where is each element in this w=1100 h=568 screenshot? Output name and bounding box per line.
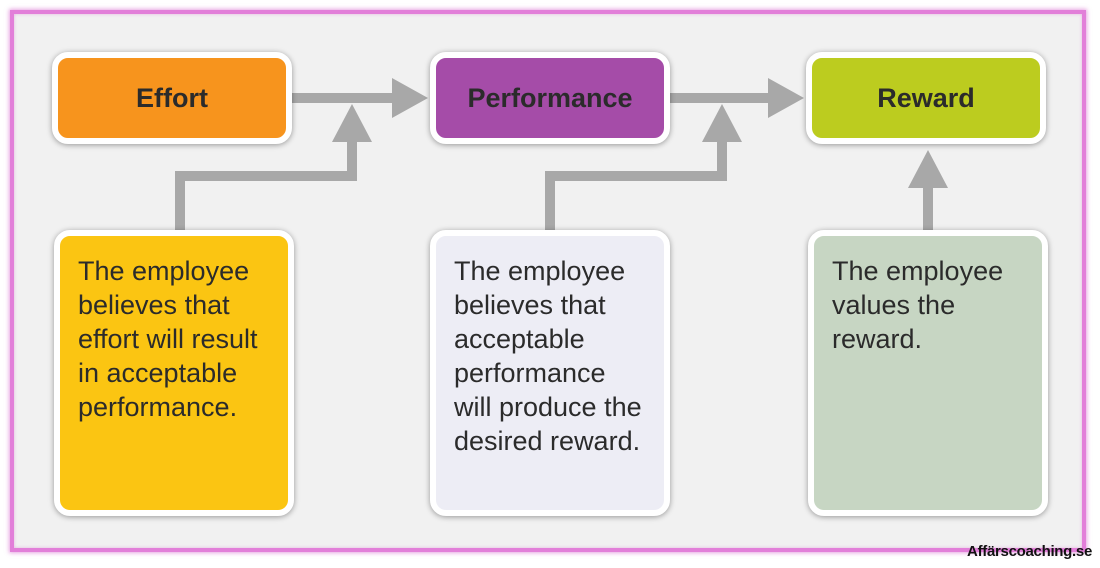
description-reward-value-text: The employee values the reward. <box>832 256 1004 354</box>
stage-effort-label: Effort <box>136 82 208 113</box>
description-performance-belief: The employee believes that acceptable pe… <box>430 230 670 516</box>
stage-reward: Reward <box>806 52 1046 144</box>
arrow-belief1-connector <box>175 138 357 234</box>
stage-effort: Effort <box>52 52 292 144</box>
description-reward-value: The employee values the reward. <box>808 230 1048 516</box>
arrowhead-right-2 <box>768 78 804 118</box>
arrowhead-up-3 <box>908 150 948 188</box>
arrowhead-up-2 <box>702 104 742 142</box>
description-effort-belief-text: The employee believes that effort will r… <box>78 256 258 422</box>
description-performance-belief-text: The employee believes that acceptable pe… <box>454 256 642 456</box>
arrow-belief2-connector <box>545 138 727 234</box>
stage-reward-label: Reward <box>877 82 975 113</box>
stage-performance: Performance <box>430 52 670 144</box>
stage-performance-label: Performance <box>467 82 633 113</box>
arrowhead-right-1 <box>392 78 428 118</box>
description-effort-belief: The employee believes that effort will r… <box>54 230 294 516</box>
watermark: Affärscoaching.se <box>967 543 1092 560</box>
arrowhead-up-1 <box>332 104 372 142</box>
